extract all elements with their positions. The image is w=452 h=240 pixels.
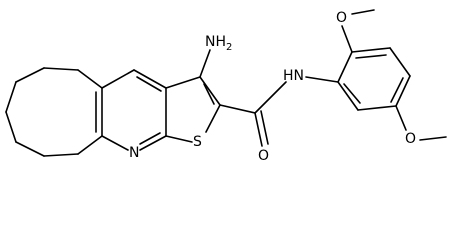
amide-nh-label: HN bbox=[283, 68, 304, 84]
benzene-ring bbox=[337, 47, 411, 111]
amine-bond bbox=[199, 49, 211, 78]
methoxy-bottom-oxygen-label: O bbox=[405, 131, 416, 147]
thiophene-sulfur-label: S bbox=[193, 134, 202, 150]
thiophene-ring bbox=[165, 76, 221, 143]
methoxy-top-oxygen-label: O bbox=[336, 10, 347, 26]
amine-label: NH2 bbox=[205, 34, 232, 53]
carbonyl-oxygen-label: O bbox=[258, 148, 269, 163]
n-aryl-bond bbox=[305, 76, 339, 83]
pyridine-ring bbox=[95, 69, 167, 151]
pyridine-nitrogen-label: N bbox=[129, 145, 139, 161]
chemical-structure-canvas: NH2 HN O S N O O bbox=[5, 9, 447, 163]
methoxy-top bbox=[341, 9, 375, 53]
methoxy-bottom bbox=[395, 105, 447, 141]
molecule-drawing: NH2 HN O S N O O bbox=[5, 9, 447, 163]
amide-group bbox=[219, 81, 287, 147]
cyclooctane-ring bbox=[5, 67, 103, 157]
